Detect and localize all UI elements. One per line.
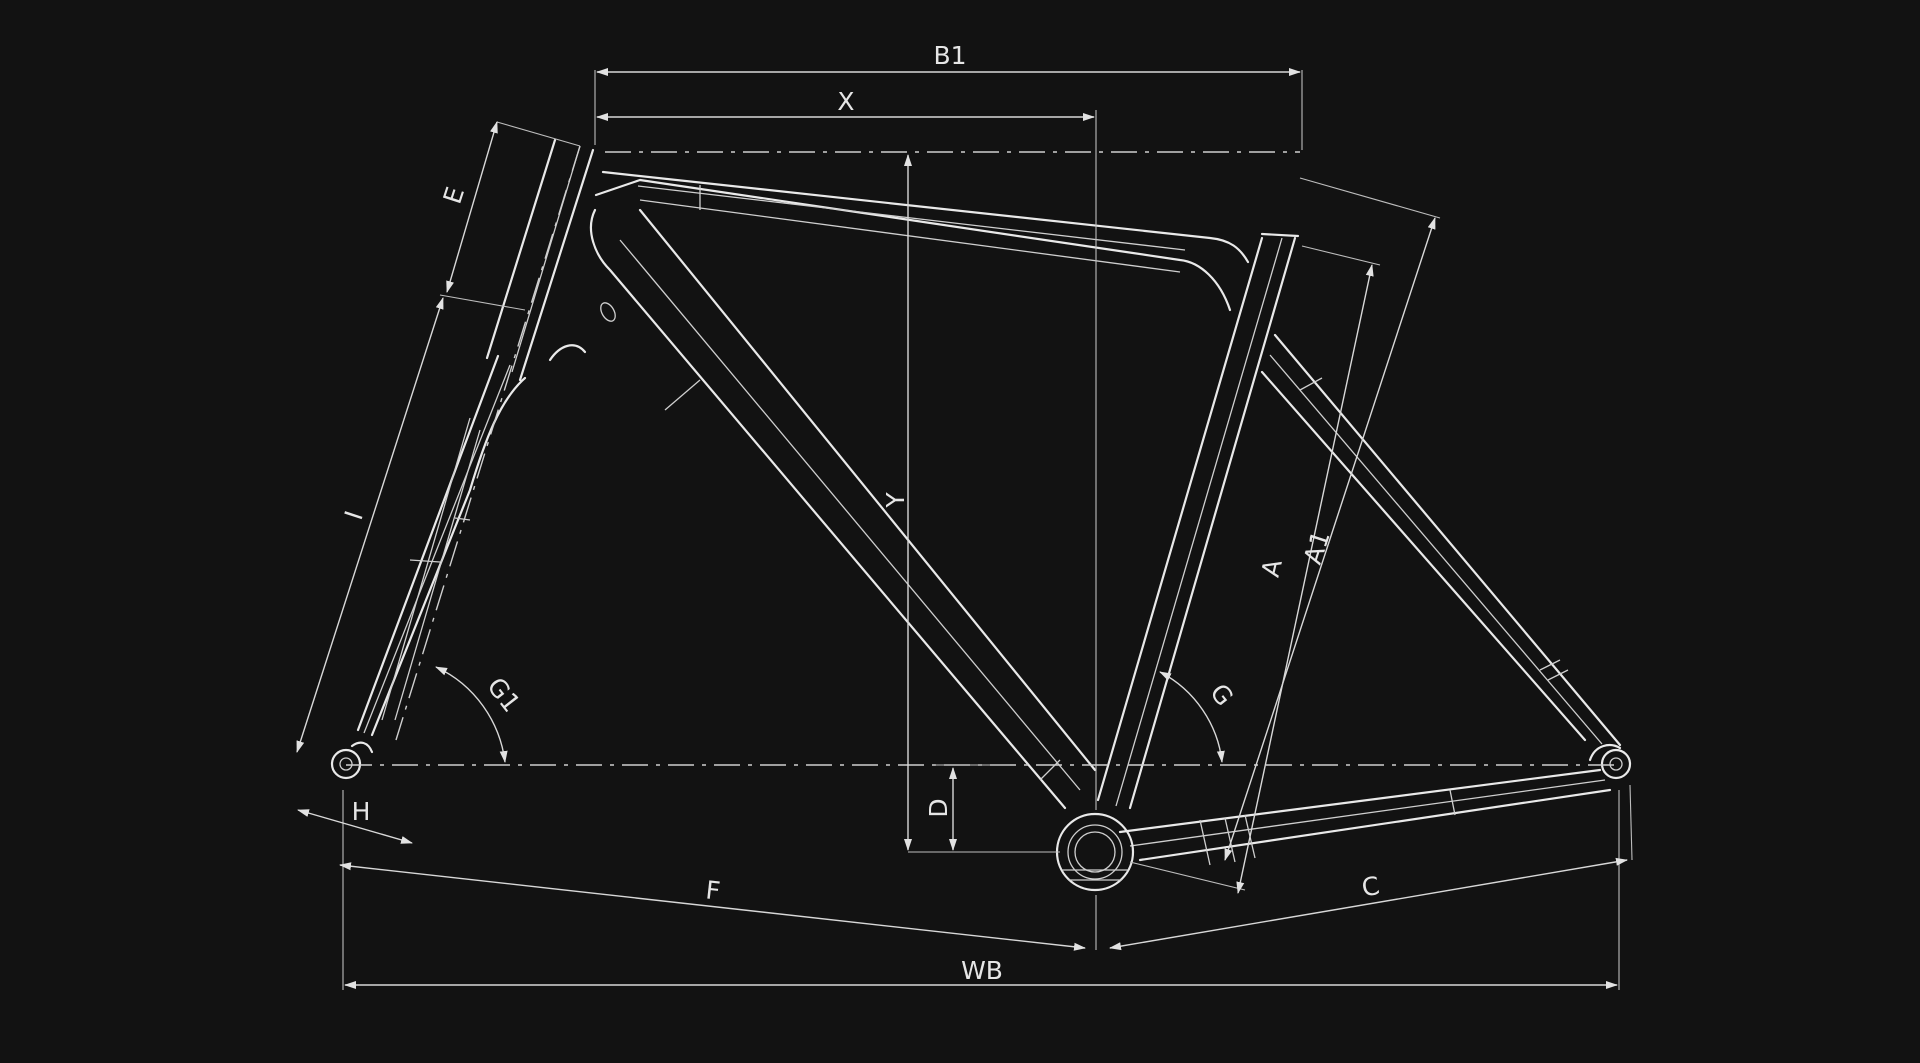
dimension-labels: B1 X Y D E I A A1 G G1 H F C WB	[339, 41, 1382, 985]
label-g: G	[1204, 678, 1239, 711]
label-i: I	[339, 507, 369, 523]
dimension-i	[296, 297, 444, 753]
label-x: X	[837, 87, 854, 116]
label-a: A	[1256, 556, 1288, 579]
front-dropout	[330, 741, 374, 780]
label-h: H	[352, 797, 371, 826]
label-c: C	[1360, 871, 1382, 902]
dimension-a1	[1224, 217, 1436, 861]
angle-g1	[435, 666, 508, 763]
bottom-bracket	[1055, 812, 1135, 892]
frame-drawing	[330, 138, 1632, 892]
dimension-c	[1109, 857, 1628, 951]
dimension-f	[339, 862, 1086, 951]
head-tube	[485, 138, 595, 382]
label-e: E	[438, 183, 470, 207]
top-tube	[594, 170, 1250, 312]
dimension-e	[446, 121, 498, 293]
chain-stay	[1118, 768, 1612, 866]
dimension-a	[1236, 264, 1374, 894]
label-g1: G1	[481, 672, 526, 718]
label-f: F	[704, 875, 721, 905]
down-tube	[548, 208, 1097, 810]
label-d: D	[924, 798, 953, 817]
dimension-h	[297, 809, 413, 844]
rear-dropout	[1588, 744, 1632, 780]
angle-g	[1159, 671, 1225, 763]
dimension-lines	[296, 68, 1628, 989]
label-y: Y	[881, 492, 910, 509]
label-a1: A1	[1298, 527, 1336, 567]
seat-tube	[1096, 232, 1300, 810]
label-b1: B1	[933, 41, 966, 70]
label-wb: WB	[961, 956, 1003, 985]
